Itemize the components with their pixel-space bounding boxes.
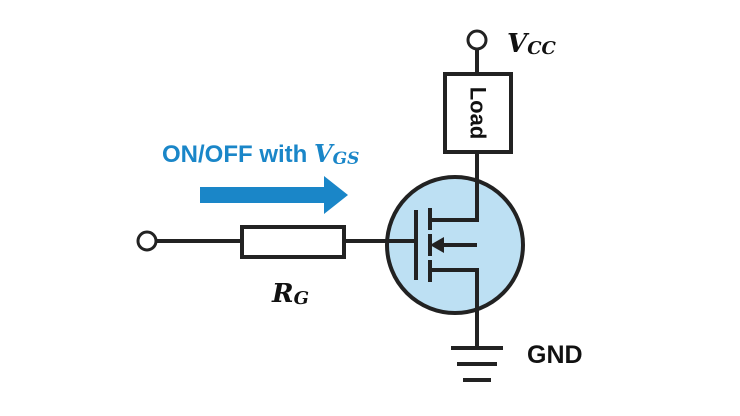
load-box (443, 72, 513, 154)
vcc-label-sub: CC (527, 38, 556, 59)
rg-label-sub: G (294, 288, 309, 309)
load-label: Load (466, 87, 491, 140)
right-arrow-icon (200, 176, 348, 214)
gate-resistor (240, 225, 346, 259)
vgs-label-main: V (314, 139, 335, 168)
rg-label: RG (271, 279, 309, 309)
body-arrow-icon (430, 237, 444, 253)
vcc-label-main: V (507, 29, 530, 59)
vcc-terminal-icon (466, 29, 488, 51)
on-off-label: ON/OFF with VGS (162, 139, 359, 169)
on-off-text: ON/OFF with (162, 141, 314, 168)
input-terminal-icon (136, 230, 158, 252)
rg-label-main: R (271, 279, 294, 309)
vgs-label-sub: GS (333, 149, 360, 169)
gnd-label: GND (527, 341, 583, 369)
vcc-label: VCC (507, 29, 557, 59)
